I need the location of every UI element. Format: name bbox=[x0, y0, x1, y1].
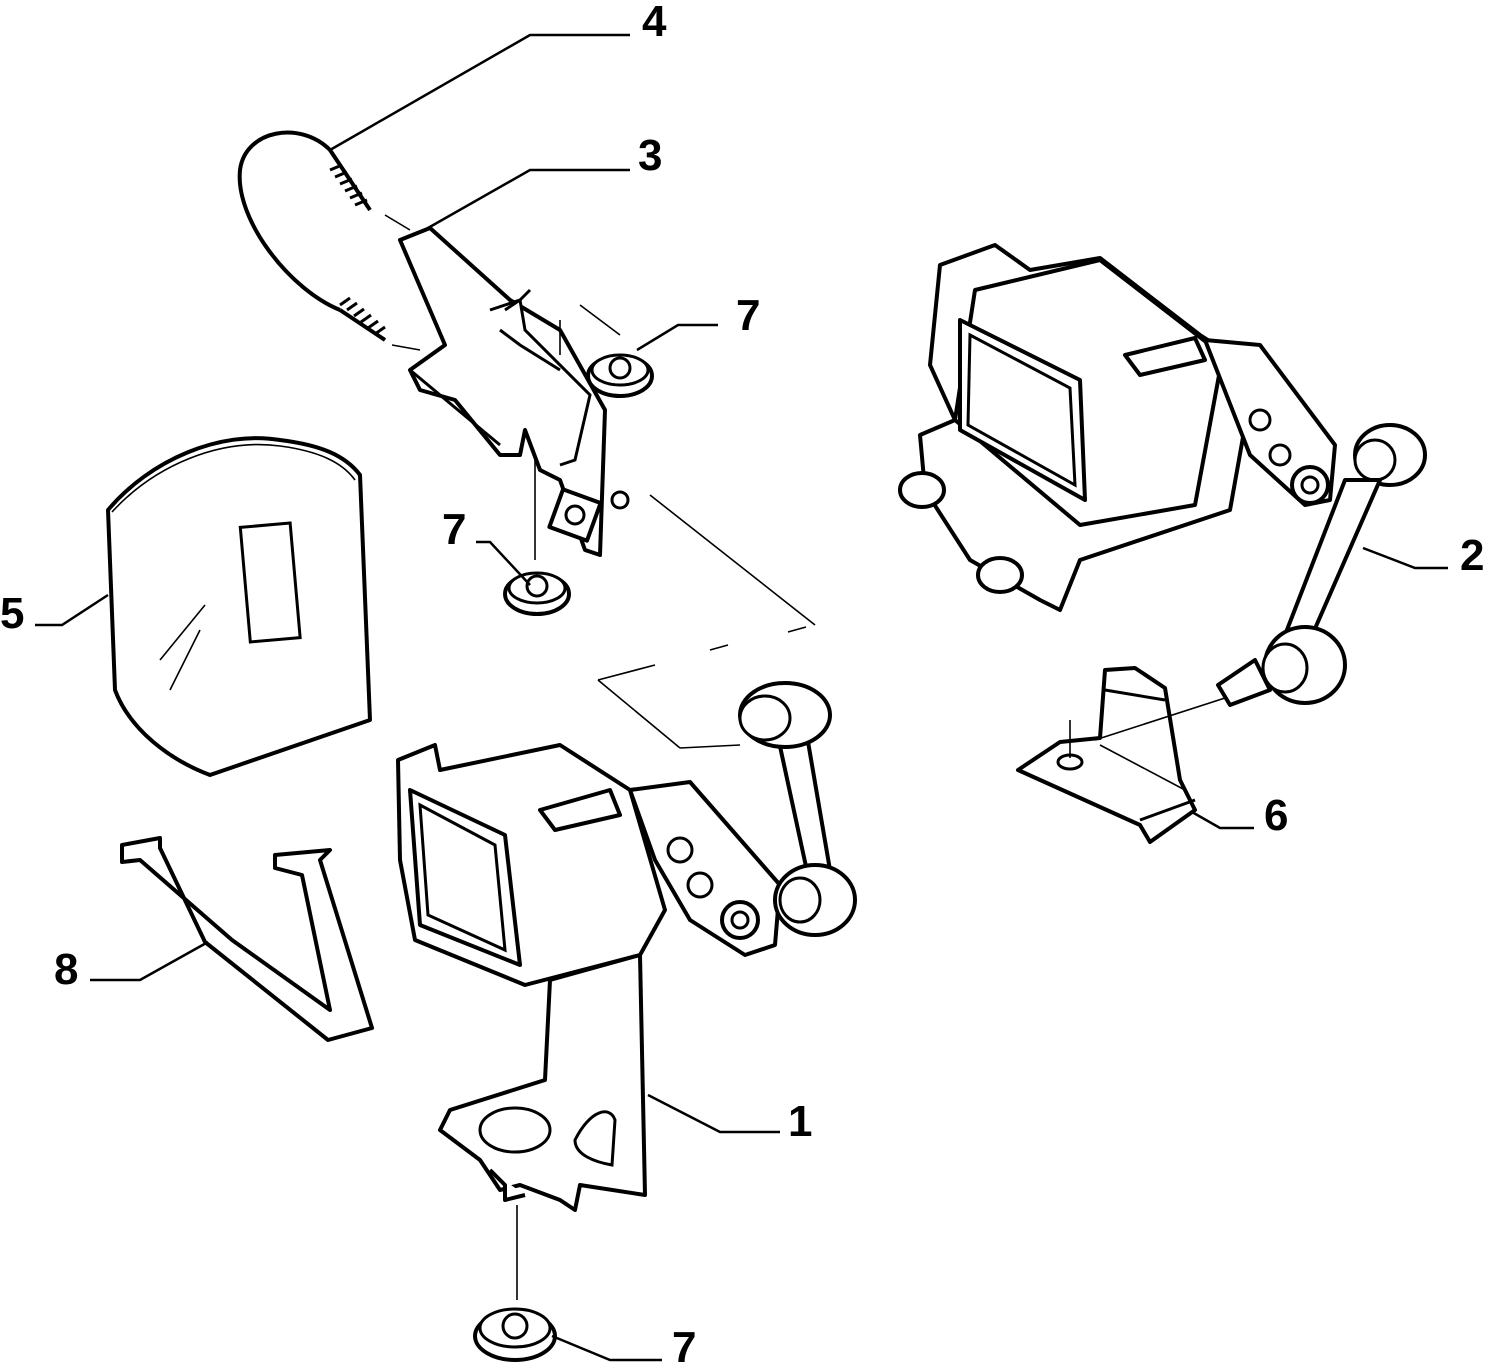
callout-3: 3 bbox=[638, 131, 662, 180]
cover-part-5 bbox=[106, 436, 372, 777]
nut-part-7-bottom bbox=[473, 1307, 557, 1362]
level-sensor-part-2 bbox=[898, 243, 1427, 707]
callout-8: 8 bbox=[54, 945, 78, 994]
callout-7-bottom: 7 bbox=[672, 1323, 696, 1368]
callout-6: 6 bbox=[1264, 791, 1288, 840]
nut-part-7-top bbox=[586, 353, 654, 398]
callout-7-top: 7 bbox=[736, 291, 760, 340]
callout-7-middle: 7 bbox=[442, 505, 466, 554]
callout-2: 2 bbox=[1460, 531, 1484, 580]
callout-4: 4 bbox=[642, 0, 667, 46]
nut-part-7-middle bbox=[503, 571, 571, 616]
leader-lines bbox=[35, 33, 1448, 1362]
bracket-part-3 bbox=[398, 226, 630, 560]
callout-5: 5 bbox=[0, 589, 24, 638]
strap-part-8 bbox=[120, 836, 374, 1042]
level-sensor-part-1 bbox=[396, 494, 857, 1300]
u-bolt-part-4 bbox=[237, 130, 421, 351]
bracket-part-6 bbox=[1016, 666, 1226, 844]
callout-1: 1 bbox=[788, 1097, 812, 1146]
